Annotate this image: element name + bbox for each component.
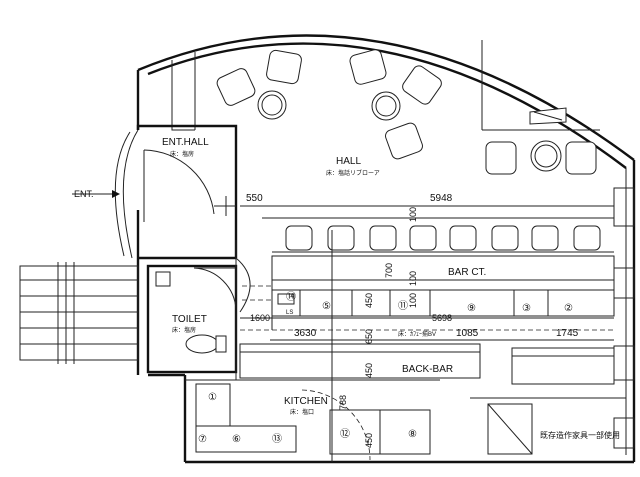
storage-unit <box>487 403 533 455</box>
dim-3630: 3630 <box>294 328 317 339</box>
bar-stool <box>449 225 477 251</box>
dimension-lines <box>235 205 614 462</box>
dim-v450a: 450 <box>364 293 374 308</box>
dim-v788: 788 <box>338 395 348 410</box>
bar-stool <box>409 225 437 251</box>
bar-counter <box>242 217 615 330</box>
room-finish-hall: 床：塩話リブローア <box>326 169 380 177</box>
room-name-hall: HALL <box>336 156 361 167</box>
right-column-1 <box>613 187 635 227</box>
armchair <box>402 65 442 105</box>
toilet-room <box>146 257 251 374</box>
stair-marker-hatch <box>533 111 563 121</box>
bay-left <box>171 60 195 131</box>
toilet-sink <box>155 271 171 287</box>
sink-fixture <box>277 293 295 305</box>
kitchen-counter <box>195 425 297 453</box>
toilet-door-swing <box>193 267 237 311</box>
dim-v450c: 450 <box>364 433 374 448</box>
ent-hall-wall <box>136 124 238 258</box>
kitchen-equipment <box>195 383 231 427</box>
under-counter-units <box>271 289 615 317</box>
armchair <box>385 122 423 160</box>
dim-v100b: 100 <box>408 271 418 286</box>
bar-counter-top <box>271 255 615 281</box>
equip-number: ⑨ <box>467 303 476 314</box>
dim-5948: 5948 <box>430 193 453 204</box>
toilet-tank <box>215 335 227 353</box>
bar-stools <box>285 225 601 251</box>
armchair <box>485 141 517 175</box>
equip-number: ⑬ <box>272 433 282 445</box>
equip-number: ⑥ <box>232 434 241 445</box>
note-existing-furniture: 既存造作家具一部使用 <box>540 430 620 440</box>
entrance-door-arc <box>122 129 139 259</box>
toilet-bowl <box>185 334 219 354</box>
dim-1600: 1600 <box>250 313 270 323</box>
armchair <box>565 141 597 175</box>
step-block <box>19 265 139 361</box>
toilet-passage-arc <box>235 257 251 313</box>
bar-stool <box>573 225 601 251</box>
armchair <box>349 49 387 85</box>
dim-1745: 1745 <box>556 328 579 339</box>
bar-stool <box>531 225 559 251</box>
dim-v700: 700 <box>384 263 394 278</box>
back-bar-cabinet <box>239 343 481 379</box>
equip-number: ⑦ <box>198 434 207 445</box>
dim-1085: 1085 <box>456 328 479 339</box>
equip-number: ⑧ <box>408 429 417 440</box>
room-name-toilet: TOILET <box>172 314 207 325</box>
equip-number: ⑭ <box>286 291 296 303</box>
entry-arrow-icon <box>112 190 120 198</box>
entrance-door-arc-outer <box>114 131 131 257</box>
round-table-inner <box>375 95 397 117</box>
label-ls: LS <box>286 310 293 316</box>
storage-cross <box>487 403 533 455</box>
kitchen <box>185 379 626 461</box>
room-name-kitchen: KITCHEN <box>284 396 328 407</box>
back-bar <box>239 329 615 385</box>
label-bar-counter: BAR CT. <box>448 267 486 278</box>
inner-door-swing <box>143 149 215 215</box>
dim-v100c: 100 <box>408 293 418 308</box>
back-bar-right-cabinet <box>511 347 615 385</box>
bar-stool <box>369 225 397 251</box>
label-entrance: ENT. <box>74 189 94 199</box>
bar-stool <box>491 225 519 251</box>
dim-v100a: 100 <box>408 207 418 222</box>
dim-v650: 650 <box>364 329 374 344</box>
counter-finish: 床：ｶﾌｪｰ揃BV <box>398 330 436 338</box>
equip-number: ② <box>564 303 573 314</box>
right-column-2 <box>613 267 635 299</box>
round-table-inner <box>534 144 558 168</box>
equip-number: ⑫ <box>340 428 350 440</box>
labels: ENT.HALL 床：塩房 HALL 床：塩話リブローア TOILET 床：塩房… <box>74 137 620 448</box>
dim-550: 550 <box>246 193 263 204</box>
bar-stool <box>285 225 313 251</box>
armchair <box>266 49 302 85</box>
room-name-ent-hall: ENT.HALL <box>162 137 209 148</box>
hall-bays <box>171 40 600 131</box>
equip-number: ① <box>208 392 217 403</box>
equip-number: ③ <box>522 303 531 314</box>
armchair <box>216 68 256 106</box>
right-column-3 <box>613 345 635 381</box>
lounge-furniture <box>216 49 597 175</box>
label-back-bar: BACK-BAR <box>402 364 453 375</box>
right-column-4 <box>613 417 635 449</box>
exterior-steps <box>19 190 139 364</box>
round-table-inner <box>261 94 283 116</box>
room-finish-kitchen: 床：塩口 <box>290 408 314 416</box>
equip-number: ⑪ <box>398 300 408 312</box>
equip-number: ⑤ <box>322 301 331 312</box>
dim-5698: 5698 <box>432 313 452 323</box>
bar-stool <box>327 225 355 251</box>
room-finish-toilet: 床：塩房 <box>172 326 196 334</box>
room-finish-ent-hall: 床：塩房 <box>170 150 194 158</box>
entrance-hall <box>114 124 238 260</box>
dim-v450b: 450 <box>364 363 374 378</box>
